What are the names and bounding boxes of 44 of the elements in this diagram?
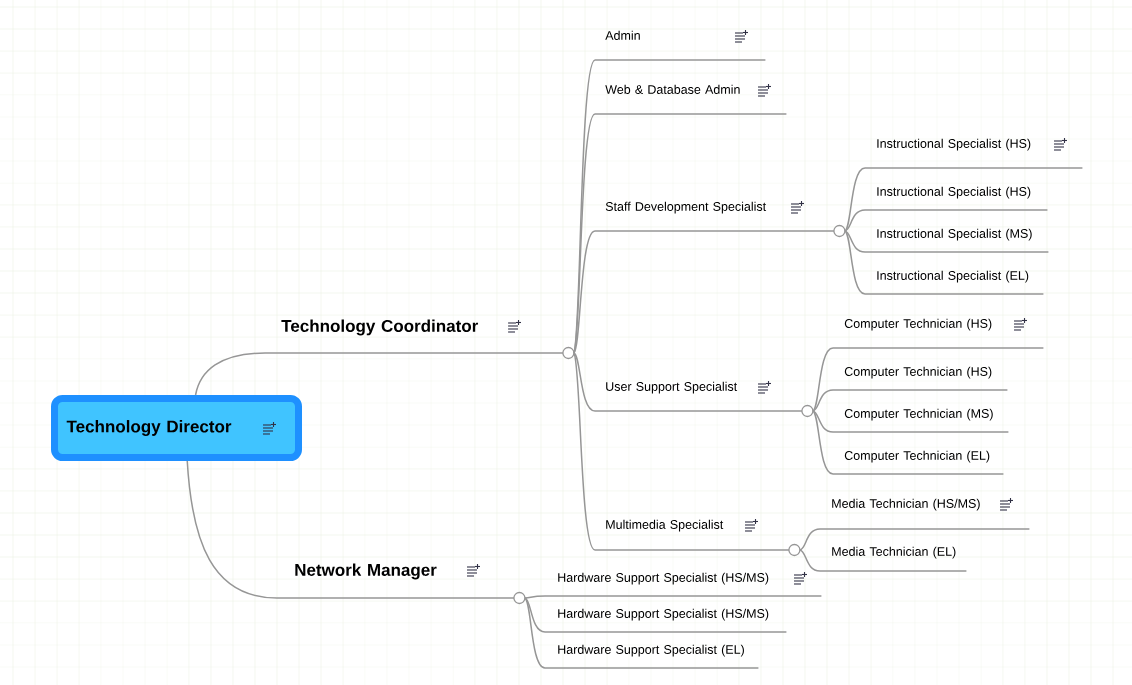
topic: Web & Database Admin [594,83,788,115]
topic: Hardware Support Specialist (HS/MS) [544,608,788,633]
connector [799,528,821,551]
connector [812,410,834,475]
topic: Computer Technician (MS) [832,408,1010,433]
topic: User Support Specialist [594,380,814,418]
connector [812,347,834,412]
topic: Computer Technician (HS) [832,317,1045,349]
topic: Instructional Specialist (EL) [864,270,1045,295]
topic: Hardware Support Specialist (EL) [544,644,760,669]
connector [844,230,866,253]
topic: Staff Development Specialist [594,200,846,238]
connector [573,352,596,412]
node-label: Network Manager [295,563,437,580]
node-label: Technology Coordinator [281,319,479,336]
topic: Media Technician (EL) [819,546,968,572]
topic: Computer Technician (HS) [832,366,1009,391]
connector [186,460,278,599]
node-label: Multimedia Specialist [606,519,724,532]
topic: Instructional Specialist (MS) [864,228,1050,253]
topic: Admin [594,29,767,61]
connector [844,209,866,232]
connector [812,389,834,412]
connector [524,597,546,669]
root-topic-box: Technology Director [51,395,302,461]
topic: Multimedia Specialist [594,518,801,557]
topic: Media Technician (HS/MS) [819,497,1031,530]
connector [524,597,546,633]
connector [573,230,596,354]
node-label: Staff Development Specialist [605,201,767,214]
connector [812,410,834,433]
topic: Instructional Specialist (HS) [864,137,1084,169]
connector [799,549,821,572]
connector [844,230,866,295]
connector [194,352,266,396]
topic: Hardware Support Specialist (HS/MS) [544,571,823,597]
connector [524,595,546,599]
node-label: User Support Specialist [606,381,738,394]
topic: Instructional Specialist (HS) [864,186,1049,211]
topic: Computer Technician (EL) [832,450,1005,475]
connector [844,167,866,232]
topic: Technology Coordinator [264,319,575,360]
topic: Network Manager [276,563,526,605]
connector [573,352,596,551]
